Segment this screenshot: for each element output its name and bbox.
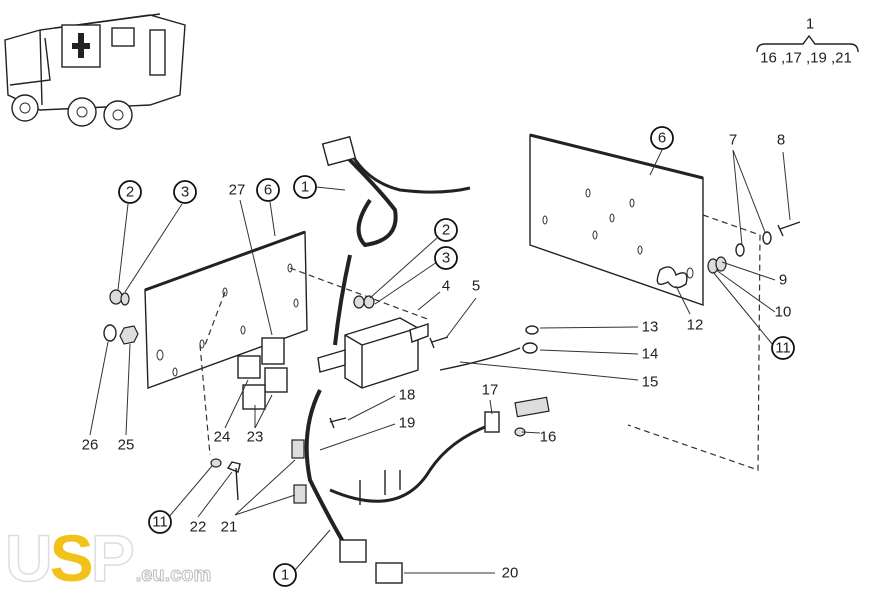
- callout-26: 26: [82, 437, 99, 454]
- assembly-parts-label: 16 ,17 ,19 ,21: [760, 50, 852, 67]
- callout-circle: [434, 218, 458, 242]
- wiring-harness: [304, 139, 521, 547]
- callout-21: 21: [221, 519, 238, 536]
- callout-number: 16: [540, 429, 557, 446]
- nut-25: [119, 325, 139, 345]
- callout-2: 2: [118, 180, 142, 204]
- connector-20: [375, 562, 403, 584]
- callout-25: 25: [118, 437, 135, 454]
- callout-4: 4: [442, 278, 450, 295]
- callout-5: 5: [472, 278, 480, 295]
- spacer-26: [103, 324, 117, 342]
- callout-circle: [148, 510, 172, 534]
- callout-number: 20: [502, 565, 519, 582]
- callout-1: 1: [293, 175, 317, 199]
- callout-2: 2: [434, 218, 458, 242]
- relay-group: [237, 337, 288, 410]
- callout-11: 11: [148, 510, 172, 534]
- callout-3: 3: [434, 246, 458, 270]
- assembly-brace: [756, 34, 859, 53]
- bolt-2: [109, 289, 123, 305]
- assembly-label: 1: [806, 16, 814, 33]
- callout-13: 13: [642, 319, 659, 336]
- callout-6: 6: [256, 178, 280, 202]
- callout-11: 11: [771, 336, 795, 360]
- callout-number: 3: [181, 184, 189, 201]
- callout-19: 19: [399, 415, 416, 432]
- callout-7: 7: [729, 132, 737, 149]
- callout-number: 1: [301, 179, 309, 196]
- callout-number: 15: [642, 374, 659, 391]
- leader-lines: [89, 149, 791, 574]
- callout-number: 25: [118, 437, 135, 454]
- callout-number: 7: [729, 132, 737, 149]
- callout-number: 8: [777, 132, 785, 149]
- callout-8: 8: [777, 132, 785, 149]
- callout-3: 3: [173, 180, 197, 204]
- callout-number: 17: [482, 382, 499, 399]
- callout-circle: [118, 180, 142, 204]
- callout-number: 2: [126, 184, 134, 201]
- callout-number: 14: [642, 346, 659, 363]
- callout-number: 3: [442, 250, 450, 267]
- callout-number: 27: [229, 182, 246, 199]
- callout-number: 11: [775, 340, 791, 357]
- callout-number: 23: [247, 429, 264, 446]
- callout-number: 1: [281, 567, 289, 584]
- callout-number: 9: [779, 272, 787, 289]
- callout-16: 16: [540, 429, 557, 446]
- callout-number: 21: [221, 519, 238, 536]
- washer-stack: [707, 221, 801, 274]
- callout-18: 18: [399, 387, 416, 404]
- callout-circle: [173, 180, 197, 204]
- callout-17: 17: [482, 382, 499, 399]
- callout-circle: [434, 246, 458, 270]
- control-module: [317, 317, 429, 389]
- callout-circle: [293, 175, 317, 199]
- vehicle-thumbnail: [4, 13, 186, 130]
- callout-6: 6: [650, 126, 674, 150]
- callout-1: 1: [273, 563, 297, 587]
- callout-20: 20: [502, 565, 519, 582]
- wing-nut: [656, 266, 688, 289]
- callout-number: 18: [399, 387, 416, 404]
- callout-circle: [273, 563, 297, 587]
- callout-circle: [771, 336, 795, 360]
- callout-number: 24: [214, 429, 231, 446]
- callout-23: 23: [247, 429, 264, 446]
- connector-top: [321, 135, 357, 167]
- callout-number: 2: [442, 222, 450, 239]
- connector-bottom: [339, 539, 367, 563]
- callout-number: 6: [264, 182, 272, 199]
- callout-number: 6: [658, 130, 666, 147]
- callout-circle: [256, 178, 280, 202]
- callout-number: 4: [442, 278, 450, 295]
- usp-logo: USP.eu.com: [4, 521, 212, 595]
- callout-22: 22: [190, 519, 207, 536]
- callout-number: 5: [472, 278, 480, 295]
- callout-number: 19: [399, 415, 416, 432]
- callout-12: 12: [687, 317, 704, 334]
- callout-9: 9: [779, 272, 787, 289]
- callout-15: 15: [642, 374, 659, 391]
- callout-10: 10: [775, 304, 792, 321]
- callout-number: 10: [775, 304, 792, 321]
- callout-number: 22: [190, 519, 207, 536]
- callout-number: 13: [642, 319, 659, 336]
- callout-number: 26: [82, 437, 99, 454]
- callout-27: 27: [229, 182, 246, 199]
- callout-number: 12: [687, 317, 704, 334]
- callout-24: 24: [214, 429, 231, 446]
- callout-number: 11: [152, 514, 168, 531]
- callout-14: 14: [642, 346, 659, 363]
- callout-circle: [650, 126, 674, 150]
